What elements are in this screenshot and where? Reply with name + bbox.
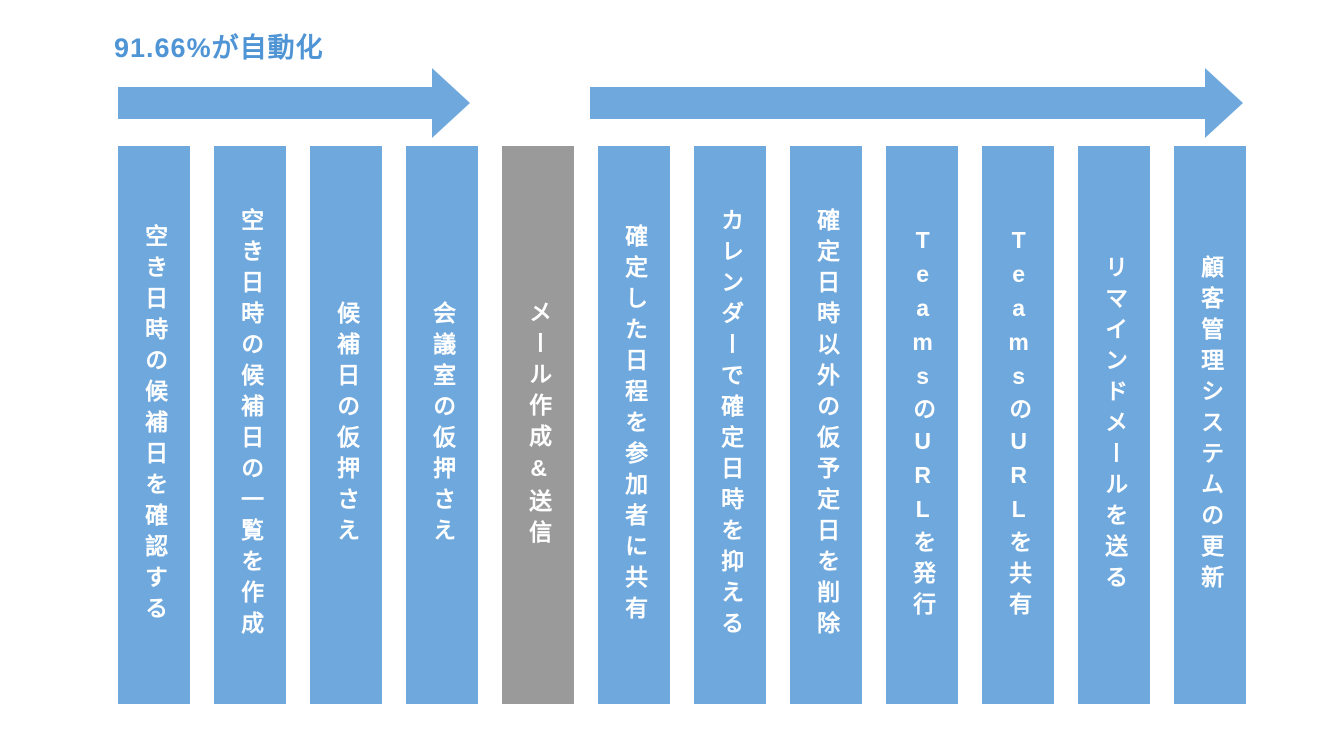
process-steps: 空き日時の候補日を確認する 空き日時の候補日の一覧を作成 候補日の仮押さえ 会議室の仮… bbox=[118, 146, 1246, 704]
process-step-label: 空き日時の候補日を確認する bbox=[141, 223, 168, 627]
process-step: 空き日時の候補日の一覧を作成 bbox=[214, 146, 286, 704]
process-step: TeamsのURLを共有 bbox=[982, 146, 1054, 704]
process-step-label: 候補日の仮押さえ bbox=[333, 301, 360, 549]
process-step-label: 顧客管理システムの更新 bbox=[1197, 254, 1224, 596]
process-step: TeamsのURLを発行 bbox=[886, 146, 958, 704]
process-step: 確定した日程を参加者に共有 bbox=[598, 146, 670, 704]
process-step: リマインドメールを送る bbox=[1078, 146, 1150, 704]
process-step: メール作成&送信 bbox=[502, 146, 574, 704]
process-step-label: リマインドメールを送る bbox=[1101, 254, 1128, 596]
diagram-title: 91.66%が自動化 bbox=[114, 33, 324, 63]
automation-arrow-left-icon bbox=[118, 68, 470, 138]
process-step-label: 確定日時以外の仮予定日を削除 bbox=[813, 208, 840, 642]
process-step: 空き日時の候補日を確認する bbox=[118, 146, 190, 704]
process-step-label: メール作成&送信 bbox=[525, 299, 552, 551]
process-step-label: TeamsのURLを共有 bbox=[1005, 227, 1032, 623]
process-step-label: 空き日時の候補日の一覧を作成 bbox=[237, 208, 264, 642]
process-step-label: TeamsのURLを発行 bbox=[909, 227, 936, 623]
process-step: 候補日の仮押さえ bbox=[310, 146, 382, 704]
process-step: 顧客管理システムの更新 bbox=[1174, 146, 1246, 704]
process-step-label: カレンダーで確定日時を抑える bbox=[717, 208, 744, 642]
process-step-label: 会議室の仮押さえ bbox=[429, 301, 456, 549]
process-step-label: 確定した日程を参加者に共有 bbox=[621, 223, 648, 627]
process-step: 会議室の仮押さえ bbox=[406, 146, 478, 704]
process-step: カレンダーで確定日時を抑える bbox=[694, 146, 766, 704]
process-step: 確定日時以外の仮予定日を削除 bbox=[790, 146, 862, 704]
automation-arrow-right-icon bbox=[590, 68, 1243, 138]
